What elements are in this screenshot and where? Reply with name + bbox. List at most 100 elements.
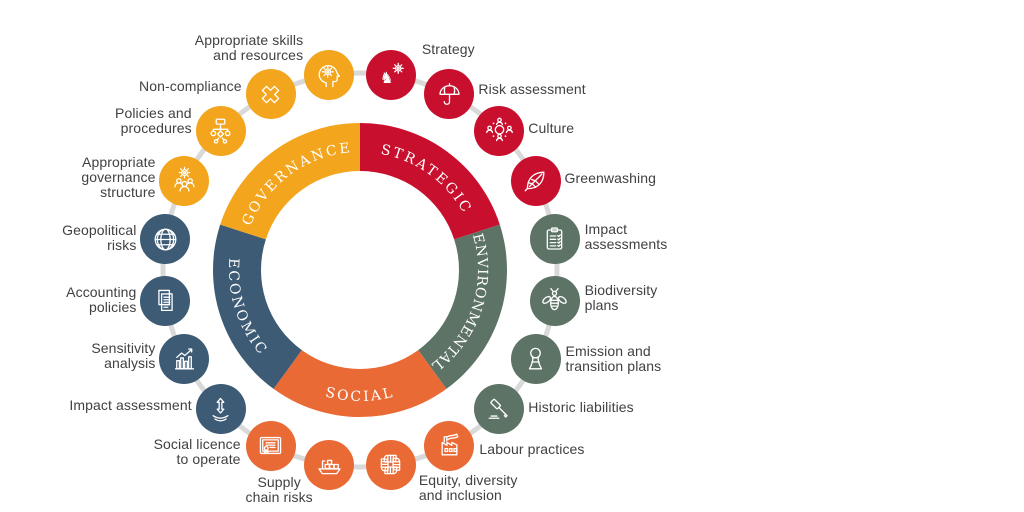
label-line: Risk assessment	[478, 81, 586, 98]
node-biodiversity-plans	[529, 275, 580, 326]
label-line: Supply	[257, 473, 301, 490]
people-network-icon	[485, 117, 513, 142]
segment-environmental	[418, 224, 507, 389]
label-line: Impact	[584, 221, 628, 238]
head-gear-icon	[318, 64, 340, 88]
label-line: procedures	[120, 119, 192, 136]
label-line: policies	[88, 298, 137, 315]
node-strategy: ♞	[365, 50, 416, 101]
label-labour-practices: Labour practices	[479, 440, 585, 457]
segment-social	[273, 350, 447, 417]
label-line: Social licence	[153, 435, 241, 452]
segment-economic	[213, 224, 302, 389]
label-risk-assessment: Risk assessment	[478, 82, 585, 97]
node-social-licence-to-operate	[245, 420, 296, 471]
label-line: risks	[107, 237, 137, 254]
label-historic-liabilities: Historic liabilities	[528, 400, 633, 415]
label-line: Geopolitical	[62, 222, 137, 239]
globe-icon	[154, 228, 177, 251]
node-impact-assessment	[195, 384, 246, 435]
label-greenwashing: Greenwashing	[564, 169, 656, 186]
node-geopolitical-risks	[140, 214, 191, 265]
label-line: Policies and	[115, 104, 192, 121]
label-impact-assessment: Impact assessment	[69, 398, 191, 413]
node-governance-structure	[159, 155, 210, 206]
node-supply-chain-risks	[304, 439, 355, 490]
label-line: transition plans	[565, 358, 662, 375]
label-line: Labour practices	[479, 440, 585, 457]
connector-ring	[160, 70, 560, 470]
label-line: Sensitivity	[91, 340, 156, 357]
label-non-compliance: Non-compliance	[139, 79, 242, 94]
label-line: chain risks	[245, 488, 313, 505]
label-line: and inclusion	[418, 486, 502, 503]
node-policies-procedures	[195, 105, 246, 156]
segment-strategic	[360, 123, 500, 240]
gavel-icon	[488, 398, 508, 419]
flex-arrows-icon	[212, 397, 229, 422]
label-line: to operate	[176, 450, 241, 467]
node-greenwashing	[510, 155, 561, 206]
node-culture	[474, 105, 525, 156]
label-line: and resources	[213, 47, 304, 64]
node-risk-assessment	[424, 69, 475, 120]
label-line: Strategy	[421, 41, 475, 58]
factory-icon	[441, 433, 459, 456]
documents-icon	[158, 290, 173, 312]
certificate-icon	[259, 436, 282, 455]
label-line: Greenwashing	[564, 169, 656, 186]
bee-icon	[542, 288, 567, 311]
label-line: Appropriate	[82, 153, 156, 170]
svg-text:♞: ♞	[380, 69, 394, 87]
label-line: Culture	[528, 119, 575, 136]
label-line: Impact assessment	[69, 397, 192, 414]
node-non-compliance	[245, 69, 296, 120]
node-labour-practices	[424, 420, 475, 471]
node-equity-diversity-inclusion	[365, 439, 416, 490]
segment-governance	[220, 123, 360, 240]
label-strategy: Strategy	[422, 42, 475, 57]
node-historic-liabilities	[474, 384, 525, 435]
clipboard-checklist-icon	[546, 227, 563, 250]
label-line: Equity, diversity	[418, 471, 518, 488]
node-sensitivity-analysis	[159, 334, 210, 385]
knight-gear-icon: ♞	[380, 62, 405, 87]
label-line: structure	[100, 183, 156, 200]
label-culture: Culture	[528, 119, 575, 136]
bar-chart-trend-icon	[174, 348, 195, 370]
team-gear-icon	[174, 166, 195, 192]
label-line: Emission and	[565, 343, 651, 360]
label-line: Non-compliance	[139, 78, 242, 95]
cooling-tower-icon	[528, 347, 543, 370]
label-line: governance	[81, 168, 156, 185]
cross-icon	[261, 85, 280, 104]
leaf-icon	[524, 171, 545, 192]
label-line: Biodiversity	[584, 281, 658, 298]
segment-label-social: SOCIAL	[324, 385, 396, 406]
label-line: Historic liabilities	[528, 399, 634, 416]
hands-icon	[381, 454, 401, 475]
org-chart-icon	[210, 118, 231, 144]
label-line: assessments	[584, 236, 668, 253]
umbrella-icon	[439, 82, 460, 105]
label-line: Accounting	[66, 283, 137, 300]
node-accounting-policies	[140, 275, 191, 326]
label-line: plans	[584, 296, 619, 313]
node-emission-transition-plans	[510, 334, 561, 385]
label-line: Appropriate skills	[194, 32, 304, 49]
label-line: analysis	[104, 355, 156, 372]
